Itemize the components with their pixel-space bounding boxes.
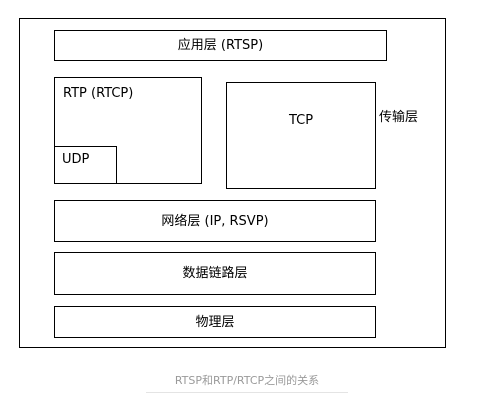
rtp-rtcp-box: RTP (RTCP) UDP (54, 77, 202, 184)
diagram-frame (19, 18, 446, 348)
data-link-layer-box: 数据链路层 (54, 252, 376, 295)
network-layer-box: 网络层 (IP, RSVP) (54, 200, 376, 242)
application-layer-box: 应用层 (RTSP) (54, 30, 387, 61)
caption-underline (146, 392, 348, 393)
udp-box: UDP (54, 146, 117, 184)
udp-label: UDP (62, 152, 90, 167)
physical-layer-label: 物理层 (195, 314, 235, 330)
transport-layer-label: 传输层 (379, 110, 419, 125)
physical-layer-box: 物理层 (54, 306, 376, 338)
figure-caption: RTSP和RTP/RTCP之间的关系 (174, 374, 320, 387)
tcp-label: TCP (288, 113, 314, 128)
data-link-layer-label: 数据链路层 (182, 266, 248, 281)
network-layer-label: 网络层 (IP, RSVP) (161, 213, 269, 229)
application-layer-label: 应用层 (RTSP) (177, 38, 264, 53)
rtp-rtcp-label: RTP (RTCP) (63, 86, 134, 101)
tcp-box: TCP (226, 82, 376, 189)
